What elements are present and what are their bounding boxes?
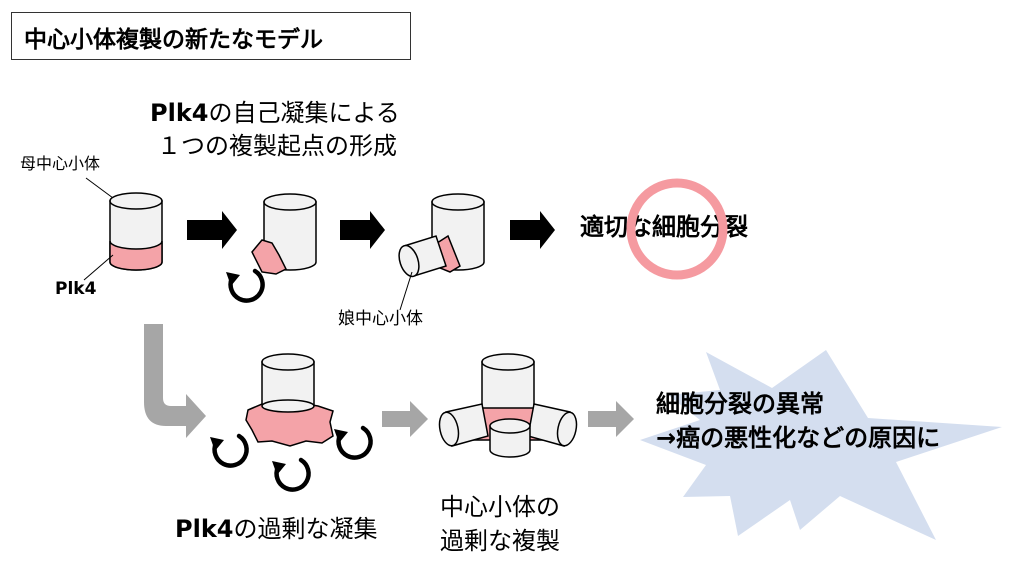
circular-arrow-icon [334,428,371,458]
label-abnormal-2: →癌の悪性化などの原因に [656,424,940,452]
label-over-dup-2: 過剰な複製 [440,527,560,555]
arrow-right-icon [382,401,428,437]
arrow-right-icon [510,211,555,249]
leader-daughter [399,271,413,311]
top-caption-line1: Plk4の自己凝集による [150,99,400,128]
leader-plk4 [83,254,114,281]
label-plk4: Plk4 [55,279,97,299]
arrow-right-icon [340,211,385,249]
leader-mother [85,177,114,199]
label-excess-aggregation: Plk4の過剰な凝集 [175,515,378,544]
arrow-right-icon [588,401,634,437]
page-title-text: 中心小体複製の新たなモデル [24,27,323,53]
centriole-over-duplicated [438,353,578,458]
label-daughter-centriole: 娘中心小体 [338,309,423,329]
page-title: 中心小体複製の新たなモデル [11,12,411,60]
mother-centriole-1 [109,192,163,271]
centriole-with-daughter [398,193,485,278]
label-over-dup-1: 中心小体の [440,493,560,521]
top-caption-line2: １つの複製起点の形成 [157,132,397,160]
centriole-excess-aggregate [245,353,334,447]
arrow-right-icon [144,324,206,438]
arrow-right-icon [187,211,237,249]
circular-arrow-icon [210,436,247,466]
centriole-with-aggregate [251,193,317,275]
label-mother-centriole: 母中心小体 [20,154,101,173]
circular-arrow-icon [272,460,309,490]
ring-icon [626,178,728,280]
circular-arrow-icon [226,271,263,301]
top-caption-rest: の自己凝集による [208,99,400,127]
label-excess-rest: の過剰な凝集 [233,515,378,543]
label-abnormal-1: 細胞分裂の異常 [656,390,824,418]
label-excess-plk4: Plk4 [175,515,234,543]
burst-icon [640,350,1002,540]
top-caption-plk4: Plk4 [150,99,209,127]
